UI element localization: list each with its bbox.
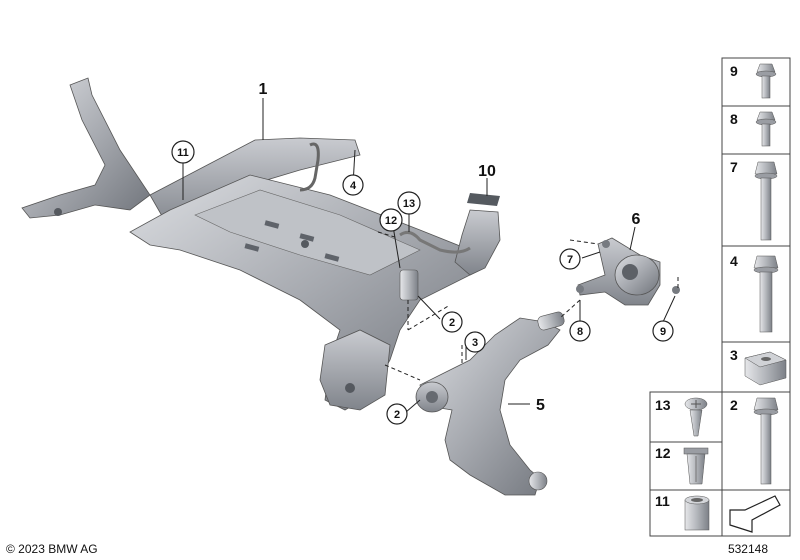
callout-2-lower: 2 (386, 403, 408, 425)
control-arm-illustration (415, 311, 565, 496)
callout-2-upper: 2 (441, 311, 463, 333)
table-num-2: 2 (730, 397, 738, 413)
bolt-2-icon (753, 397, 779, 485)
sleeve-11-icon (684, 495, 710, 531)
table-num-8: 8 (730, 111, 738, 127)
parts-table-left (649, 391, 791, 537)
subframe-illustration (21, 77, 501, 411)
direction-arrow-icon (729, 495, 781, 533)
pad-part-10 (467, 193, 500, 206)
callout-9: 9 (652, 320, 674, 342)
bolt-9-icon (755, 63, 777, 99)
leader-lines (182, 98, 679, 413)
label-part-6: 6 (632, 211, 641, 228)
label-part-1: 1 (259, 81, 268, 98)
callout-12: 12 (379, 208, 403, 232)
callout-9-text: 9 (660, 326, 666, 338)
callout-12-text: 12 (385, 215, 397, 227)
screw-13-icon (684, 397, 708, 437)
square-nut-3-icon (744, 351, 787, 386)
bolt-8-icon (755, 111, 777, 147)
callout-11-text: 11 (177, 147, 189, 159)
copyright-text: © 2023 BMW AG (6, 542, 98, 556)
callout-2-upper-text: 2 (449, 317, 455, 329)
callout-13: 13 (397, 191, 421, 215)
callout-13-text: 13 (403, 198, 415, 210)
table-num-7: 7 (730, 159, 738, 175)
callout-7-text: 7 (567, 254, 573, 266)
bolt-7-icon (754, 161, 778, 241)
callout-4: 4 (342, 174, 364, 196)
table-num-12: 12 (655, 445, 671, 461)
callout-3-text: 3 (472, 337, 478, 349)
callout-2-lower-text: 2 (394, 409, 400, 421)
document-number: 532148 (727, 542, 768, 556)
label-part-10: 10 (478, 163, 496, 180)
bolt-4-icon (753, 255, 779, 333)
callout-3: 3 (464, 331, 486, 353)
table-num-13: 13 (655, 397, 671, 413)
table-num-11: 11 (655, 493, 670, 509)
callout-11: 11 (171, 140, 195, 164)
table-num-4: 4 (730, 253, 738, 269)
table-num-9: 9 (730, 63, 738, 79)
callout-4-text: 4 (350, 180, 357, 192)
callout-8: 8 (569, 320, 591, 342)
parts-table-right (721, 57, 791, 491)
callout-7: 7 (559, 248, 581, 270)
label-part-5: 5 (536, 397, 545, 414)
callout-8-text: 8 (577, 326, 583, 338)
bushing-bracket-illustration (576, 237, 680, 306)
table-num-3: 3 (730, 347, 738, 363)
clip-nut-12-icon (683, 447, 709, 485)
